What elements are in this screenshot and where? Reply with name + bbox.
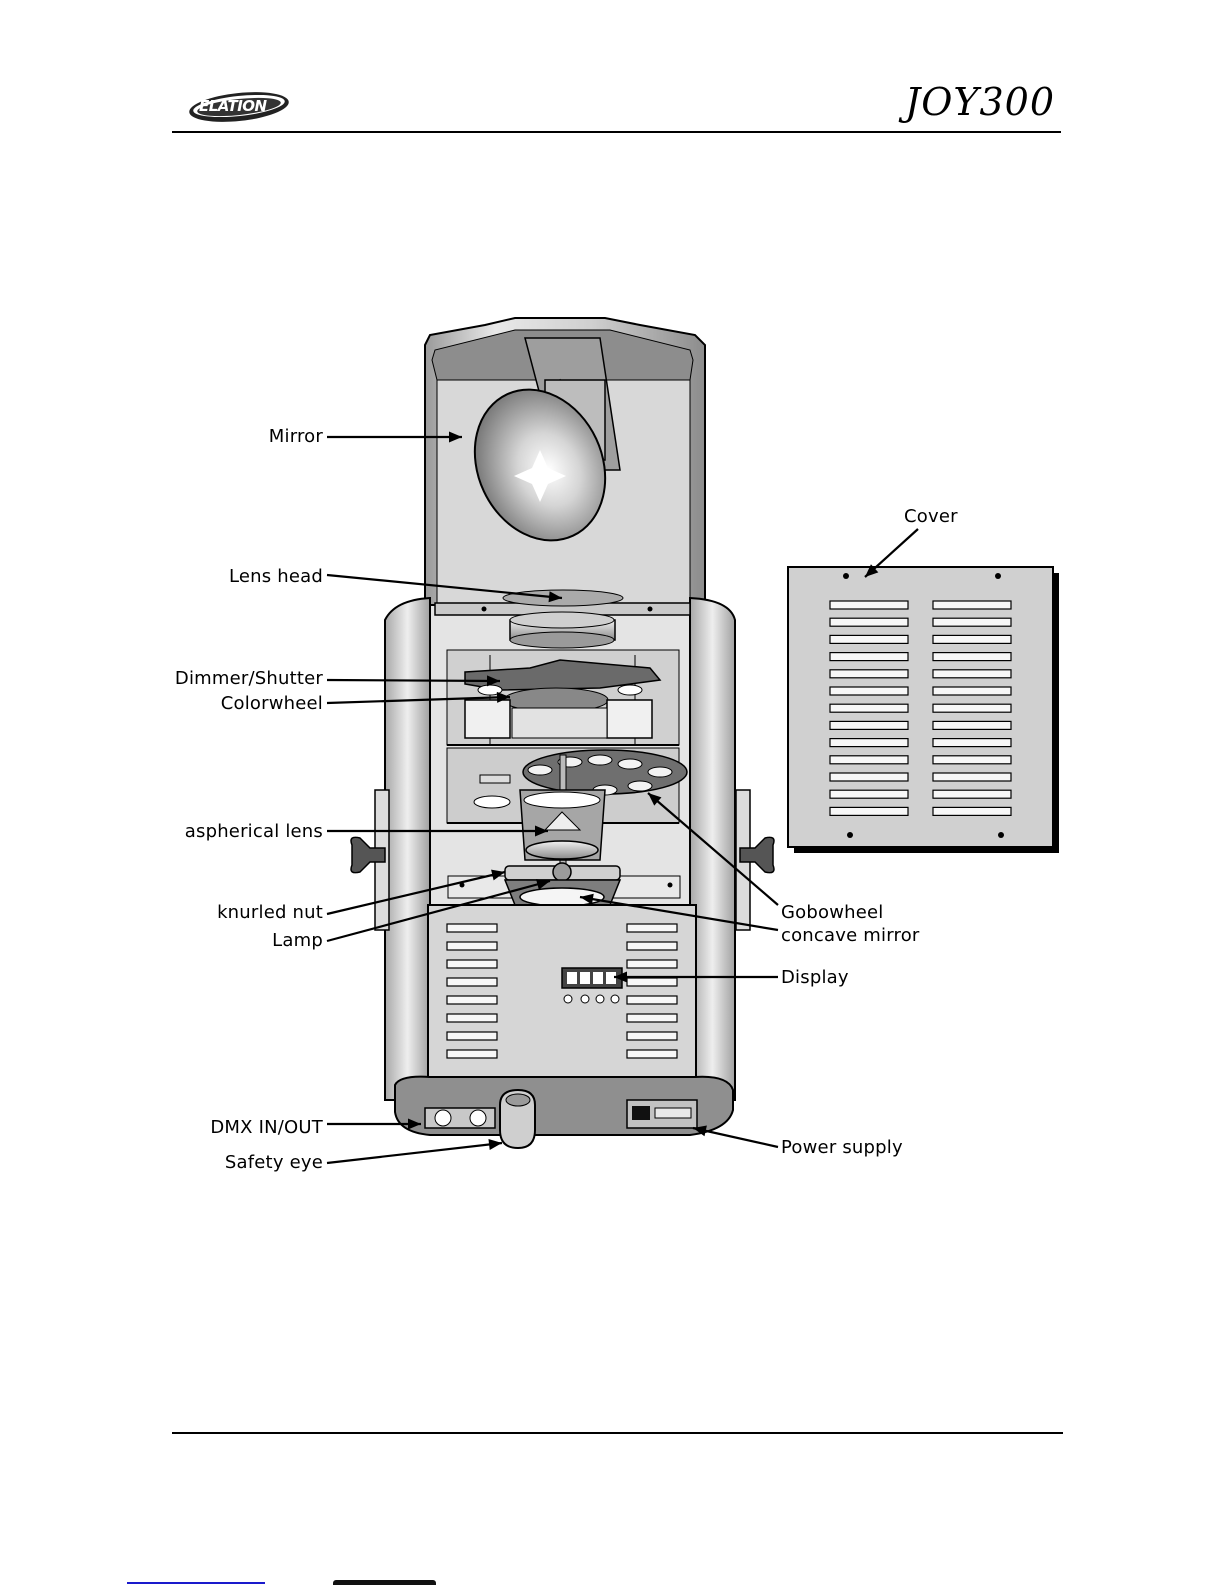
leader-power-supply bbox=[693, 1128, 778, 1147]
cover-vent-slot bbox=[933, 807, 1011, 815]
cover-vent-slot bbox=[830, 807, 908, 815]
label-display: Display bbox=[781, 969, 849, 987]
main-body bbox=[351, 590, 774, 1148]
label-cover: Cover bbox=[904, 508, 958, 526]
cover-vent-slot bbox=[933, 773, 1011, 781]
cover-vent-slot bbox=[830, 721, 908, 729]
cover-vent-slot bbox=[830, 618, 908, 626]
cover-vent-slot bbox=[933, 670, 1011, 678]
label-gobowheel: Gobowheel bbox=[781, 904, 883, 922]
leader-safety-eye bbox=[327, 1143, 502, 1163]
cover-vent-slot bbox=[830, 635, 908, 643]
footer-rule bbox=[172, 1432, 1063, 1434]
aspherical-lens-part bbox=[526, 841, 598, 859]
cover-vent-slot bbox=[933, 756, 1011, 764]
footer-link-underline[interactable] bbox=[127, 1582, 265, 1584]
label-power-supply: Power supply bbox=[781, 1139, 903, 1157]
cover-vent-slot bbox=[830, 773, 908, 781]
cover-vent-slot bbox=[933, 790, 1011, 798]
cover-vent-slot bbox=[933, 721, 1011, 729]
label-aspherical-lens: aspherical lens bbox=[185, 823, 323, 841]
label-knurled-nut: knurled nut bbox=[217, 904, 323, 922]
cover-vent-slot bbox=[933, 687, 1011, 695]
label-colorwheel: Colorwheel bbox=[221, 695, 323, 713]
cover-vent-slot bbox=[933, 653, 1011, 661]
cover-vent-slot bbox=[830, 601, 908, 609]
cover-vent-slot bbox=[933, 601, 1011, 609]
cover-vent-slot bbox=[830, 653, 908, 661]
label-dmx-in-out: DMX IN/OUT bbox=[210, 1119, 323, 1137]
label-lens-head: Lens head bbox=[229, 568, 323, 586]
cover-vent-slot bbox=[933, 704, 1011, 712]
label-concave-mirror: concave mirror bbox=[781, 927, 920, 945]
knurled-nut-part bbox=[553, 863, 571, 881]
cover-vent-slot bbox=[830, 670, 908, 678]
cover-vent-slot bbox=[830, 756, 908, 764]
cover-vent-slot bbox=[933, 739, 1011, 747]
label-lamp: Lamp bbox=[272, 932, 323, 950]
arrowhead-safety-eye bbox=[488, 1139, 502, 1150]
cover-vent-slot bbox=[830, 687, 908, 695]
cover-vent-slot bbox=[830, 704, 908, 712]
top-head bbox=[425, 318, 705, 605]
cover-vent-slot bbox=[830, 790, 908, 798]
label-dimmer-shutter: Dimmer/Shutter bbox=[175, 670, 323, 688]
cover-vent-slot bbox=[830, 739, 908, 747]
leader-dimmer-shutter bbox=[327, 680, 500, 681]
cover-vent-slot bbox=[933, 635, 1011, 643]
footer-bar bbox=[333, 1580, 436, 1585]
label-mirror: Mirror bbox=[269, 428, 323, 446]
cover-panel bbox=[788, 567, 1059, 853]
label-safety-eye: Safety eye bbox=[225, 1154, 323, 1172]
cover-vent-slot bbox=[933, 618, 1011, 626]
